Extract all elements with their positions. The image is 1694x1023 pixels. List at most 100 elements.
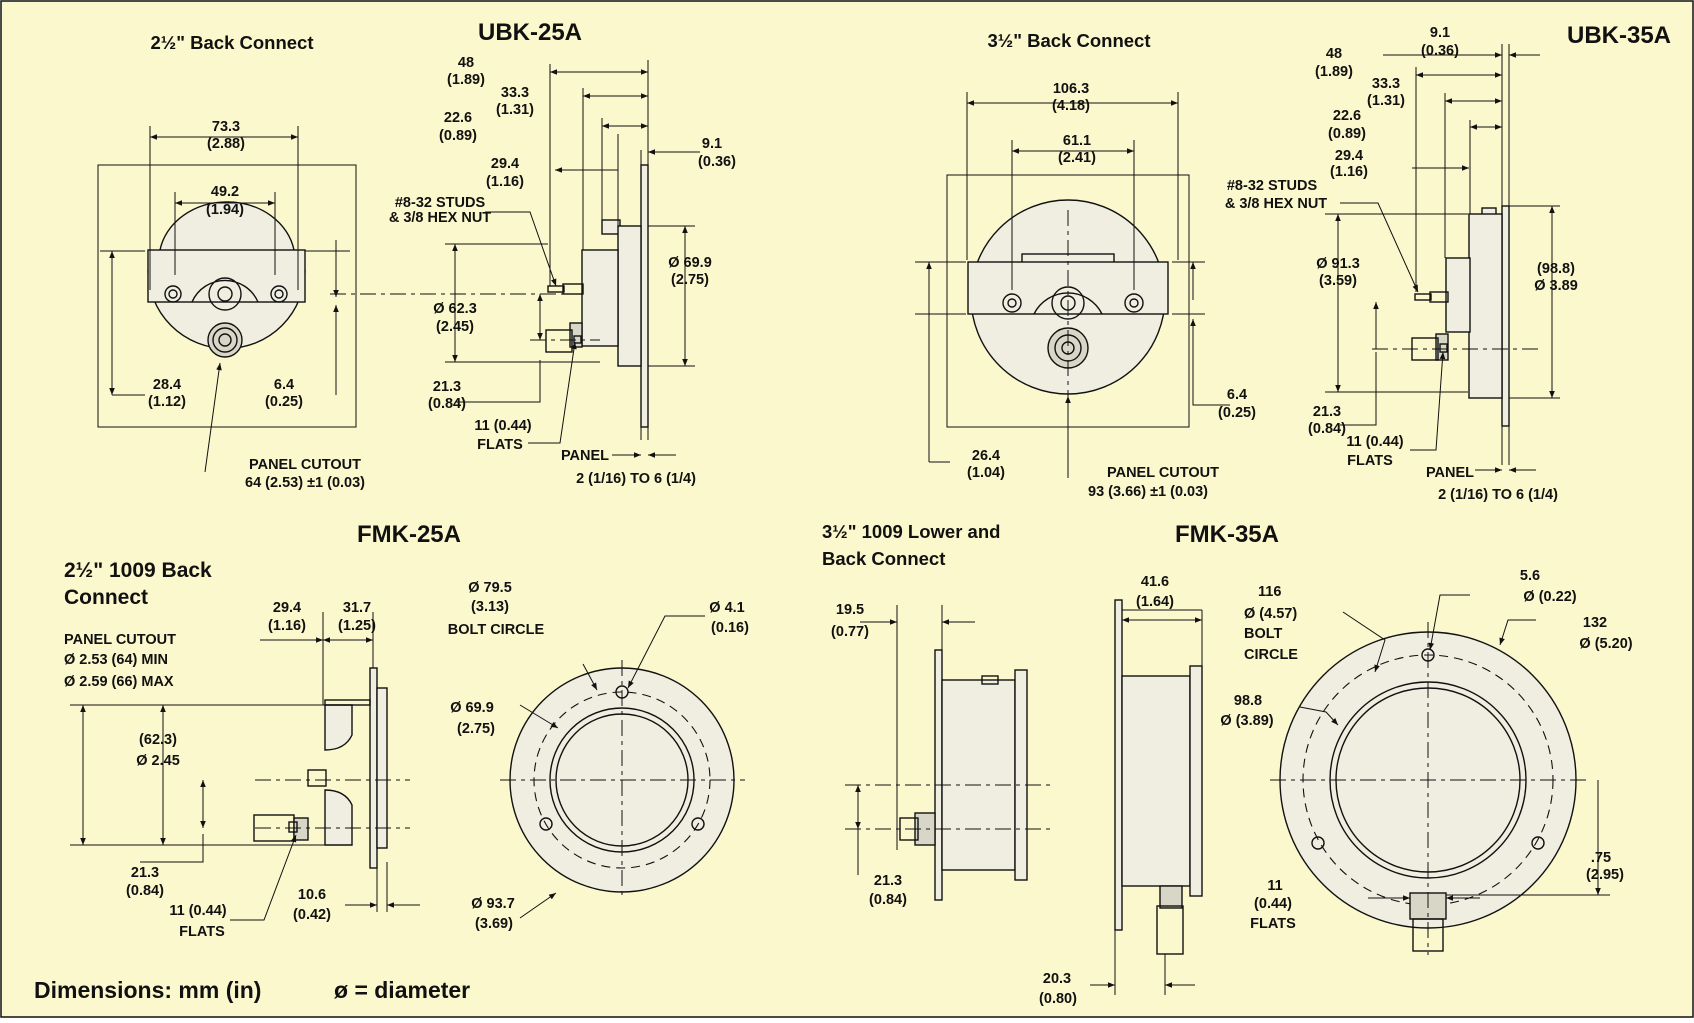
dim-label: 29.4 xyxy=(491,156,519,172)
panel-cutout-value: Ø 2.53 (64) MIN xyxy=(64,652,168,668)
dim-label: 33.3 xyxy=(1372,76,1400,92)
bolt-circle-label: Ø 79.5 xyxy=(468,580,512,596)
dim-label: (1.89) xyxy=(1315,64,1353,80)
dim-label: Ø 69.9 xyxy=(450,700,494,716)
dim-label: 48 xyxy=(458,55,474,71)
panel-cutout-label: PANEL CUTOUT xyxy=(1107,465,1219,481)
dim-label: (0.42) xyxy=(293,907,331,923)
dim-label: (1.04) xyxy=(967,465,1005,481)
fmk35a-side-view-2 xyxy=(1090,599,1203,995)
dim-label: (62.3) xyxy=(139,732,177,748)
fmk25a-side-view xyxy=(70,612,420,921)
dim-label: 5.6 xyxy=(1520,568,1540,584)
dim-label: (2.75) xyxy=(457,721,495,737)
panel-label: PANEL xyxy=(561,448,609,464)
fmk25a-title: FMK-25A xyxy=(357,521,461,548)
dim-label: (0.84) xyxy=(869,892,907,908)
ubk35a-labels: UBK-35A 3½" Back Connect 106.3 (4.18) 61… xyxy=(967,22,1671,503)
fmk35a-side-view-1 xyxy=(845,605,1050,901)
dim-label: (0.89) xyxy=(1328,126,1366,142)
fmk35a-subtitle: 3½" 1009 Lower and xyxy=(822,521,1000,542)
studs-label: #8-32 STUDS xyxy=(395,195,486,211)
dim-label: 49.2 xyxy=(211,184,239,200)
dim-label: .75 xyxy=(1591,850,1611,866)
flats-label: FLATS xyxy=(179,924,225,940)
dim-label: 28.4 xyxy=(153,377,181,393)
dim-label: (0.84) xyxy=(1308,421,1346,437)
dim-label: 22.6 xyxy=(1333,108,1361,124)
flats-label: FLATS xyxy=(1250,916,1296,932)
dim-label: Ø 93.7 xyxy=(471,896,515,912)
dim-label: 9.1 xyxy=(1430,25,1450,41)
studs-label: & 3/8 HEX NUT xyxy=(1225,196,1327,212)
fmk25a-front-view xyxy=(500,615,745,919)
fmk35a-subtitle: Back Connect xyxy=(822,548,945,569)
dim-label: (1.16) xyxy=(1330,164,1368,180)
fmk25a-subtitle: Connect xyxy=(64,586,148,609)
dim-label: (3.59) xyxy=(1319,273,1357,289)
bolt-circle-label: CIRCLE xyxy=(1244,647,1298,663)
flats-label: 11 (0.44) xyxy=(1346,434,1403,450)
fmk25a-subtitle: 2½" 1009 Back xyxy=(64,559,212,582)
dim-label: (1.25) xyxy=(338,618,376,634)
dim-label: 10.6 xyxy=(298,887,326,903)
dim-label: (1.89) xyxy=(447,72,485,88)
dim-label: 29.4 xyxy=(1335,148,1363,164)
dim-label: 20.3 xyxy=(1043,971,1071,987)
dim-label: Ø 4.1 xyxy=(709,600,744,616)
bolt-circle-label: BOLT CIRCLE xyxy=(448,622,545,638)
panel-cutout-value: Ø 2.59 (66) MAX xyxy=(64,674,174,690)
bolt-circle-label: BOLT xyxy=(1244,626,1283,642)
dim-label: Ø 69.9 xyxy=(668,255,712,271)
dim-label: (98.8) xyxy=(1537,261,1575,277)
dim-label: Ø (3.89) xyxy=(1220,713,1273,729)
dim-label: Ø 3.89 xyxy=(1534,278,1578,294)
dim-label: (2.88) xyxy=(207,136,245,152)
dim-label: (1.64) xyxy=(1136,594,1174,610)
dim-label: (2.95) xyxy=(1586,867,1624,883)
dim-label: (2.75) xyxy=(671,272,709,288)
ubk25a-title: UBK-25A xyxy=(478,19,582,46)
flats-label: FLATS xyxy=(1347,453,1393,469)
dim-label: (0.89) xyxy=(439,128,477,144)
fmk25a-labels: FMK-25A 2½" 1009 Back Connect PANEL CUTO… xyxy=(64,521,749,940)
dim-label: (1.31) xyxy=(1367,93,1405,109)
dim-label: (0.16) xyxy=(711,620,749,636)
flats-label: 11 (0.44) xyxy=(474,418,531,434)
dim-label: (0.84) xyxy=(428,396,466,412)
dim-label: (1.94) xyxy=(206,202,244,218)
flats-label: FLATS xyxy=(477,437,523,453)
dim-label: 41.6 xyxy=(1141,574,1169,590)
dim-label: 132 xyxy=(1583,615,1607,631)
dim-label: (0.25) xyxy=(1218,405,1256,421)
fmk35a-title: FMK-35A xyxy=(1175,521,1279,548)
dim-label: 21.3 xyxy=(874,873,902,889)
dim-label: 31.7 xyxy=(343,600,371,616)
footer: Dimensions: mm (in) ø = diameter xyxy=(34,977,470,1003)
flats-label: (0.44) xyxy=(1254,896,1292,912)
ubk25a-side-view xyxy=(445,60,700,458)
dim-label: (2.41) xyxy=(1058,150,1096,166)
dim-label: 6.4 xyxy=(1227,387,1247,403)
dim-label: 22.6 xyxy=(444,110,472,126)
panel-cutout-label: PANEL CUTOUT xyxy=(64,632,176,648)
dim-label: (0.84) xyxy=(126,883,164,899)
dim-label: Ø 62.3 xyxy=(433,301,477,317)
ubk35a-front-view xyxy=(915,92,1230,478)
flats-label: 11 xyxy=(1267,878,1282,894)
dim-label: Ø 2.45 xyxy=(136,753,180,769)
dim-label: Ø (0.22) xyxy=(1523,589,1576,605)
dim-label: 21.3 xyxy=(1313,404,1341,420)
dim-label: 26.4 xyxy=(972,448,1000,464)
flats-label: 11 (0.44) xyxy=(169,903,226,919)
dim-label: Ø 91.3 xyxy=(1316,256,1360,272)
dim-label: 48 xyxy=(1326,46,1342,62)
studs-label: & 3/8 HEX NUT xyxy=(389,210,491,226)
dim-label: 29.4 xyxy=(273,600,301,616)
dim-label: (1.16) xyxy=(268,618,306,634)
dim-label: 98.8 xyxy=(1234,693,1262,709)
ubk25a-subtitle: 2½" Back Connect xyxy=(151,32,314,53)
dim-label: (0.25) xyxy=(265,394,303,410)
